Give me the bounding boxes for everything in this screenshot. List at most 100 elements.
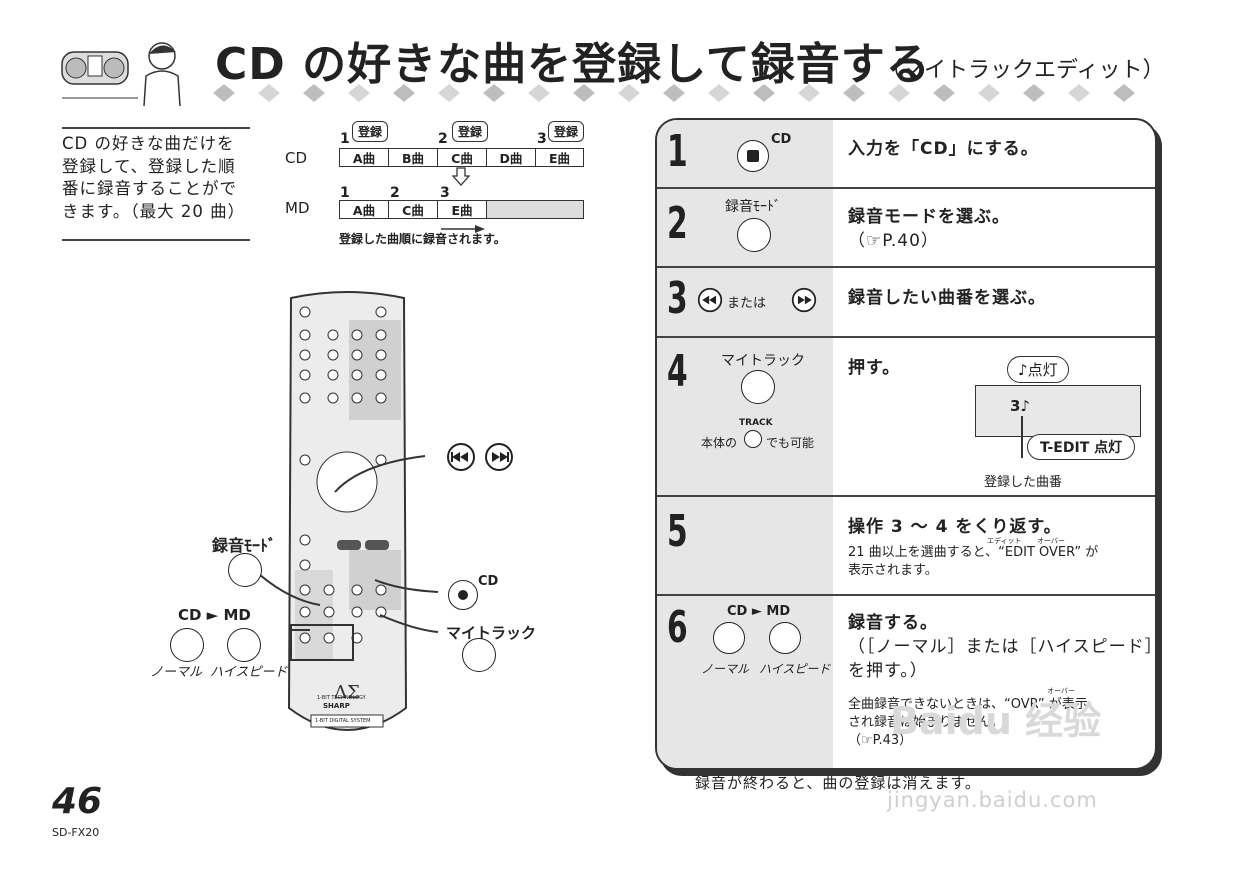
diamond-decoration [1023,84,1045,102]
cd-track-row: A曲 B曲 C曲 D曲 E曲 [339,148,584,167]
diamond-decoration [528,84,550,102]
diamond-decoration [618,84,640,102]
ruby-over: オーバー [1047,687,1075,695]
step-main-text: 録音モードを選ぶ。 [848,207,1010,227]
cd-dot-icon [458,590,468,600]
step-main-text: （［ノーマル］または［ハイスピード］ [848,637,1157,657]
diamond-decoration [348,84,370,102]
diamond-decoration [933,84,955,102]
down-arrow-icon [451,167,471,191]
md-track: E曲 [438,201,487,218]
display-panel [975,385,1141,437]
record-direction-arrow [441,218,486,237]
step6-high-speed-button [769,622,801,654]
display-caption: 登録した曲番 [984,475,1063,490]
step-separator [657,495,1155,497]
intro-line: きます。（最大 20 曲） [62,201,246,221]
diamond-decoration [258,84,280,102]
step-main-text: を押す。） [848,661,928,681]
order-number: 2 [438,131,448,147]
step6-normal-label: ノーマル [701,662,750,676]
intro-line: 登録して、登録した順 [62,156,236,176]
md-order-number: 1 [340,185,350,201]
remote-rec-mode-label: 録音ﾓｰﾄﾞ [212,536,277,555]
diamond-decoration [708,84,730,102]
register-bubble: 登録 [548,121,585,142]
cd-track: D曲 [487,149,536,166]
step-sub-text: 表示されます。 [848,563,938,578]
diamond-decoration [798,84,820,102]
step4-track-label: TRACK [739,418,773,428]
note-lit-text: ♪点灯 [1018,361,1058,379]
step-main-text: 録音する。 [848,613,938,633]
diamond-decoration [843,84,865,102]
high-speed-label: ハイスピード [210,665,288,680]
step-sub-text: され録音は始まりません。 [848,715,1004,730]
md-track-row: A曲 C曲 E曲 [339,200,584,219]
step-separator [657,336,1155,338]
step6-high-speed-label: ハイスピード [759,662,831,676]
remote-tech-label: 1-BIT TECHNOLOGY [317,695,366,701]
page-title: CD の好きな曲を登録して録音する [215,39,931,90]
diamond-decoration [573,84,595,102]
step3-or-text: または [727,296,767,311]
step4-key-label: マイトラック [721,353,805,369]
md-empty-area [487,201,583,218]
md-track: A曲 [340,201,389,218]
step3-skip-back-icon [697,287,723,317]
rec-mode-button [228,553,262,587]
cd-button [448,580,478,610]
callout-lines [230,440,460,674]
step-number: 3 [667,273,688,324]
step4-alt-right: でも可能 [766,436,815,450]
register-bubble: 登録 [452,121,489,142]
display-track-number: 3♪ [1010,397,1031,415]
step3-skip-forward-icon [791,287,817,317]
step-reference: （☞P.40） [848,231,939,251]
md-order-number: 2 [390,185,400,201]
cd-track: E曲 [548,151,571,166]
step2-key-label: 録音ﾓｰﾄﾞ [725,199,781,215]
intro-line: CD の好きな曲だけを [62,134,235,153]
normal-label: ノーマル [150,665,203,680]
remote-system-label: 1-BIT DIGITAL SYSTEM [315,718,371,724]
my-track-button [462,638,496,672]
step-sub-text: 21 曲以上を選曲すると、“EDIT OVER” が [848,545,1099,560]
diamond-decoration [1068,84,1090,102]
watermark-logo: Baidu 经验 [890,699,1102,743]
intro-top-rule [62,127,250,129]
stereo-illustration [58,36,193,107]
md-order-number: 3 [440,185,450,201]
intro-line: 番に録音することがで [62,179,237,198]
step4-alt-left: 本体の [701,436,738,450]
step-main-text: 録音したい曲番を選ぶ。 [848,288,1046,308]
footer-note: 録音が終わると、曲の登録は消えます。 [695,774,981,792]
md-label: MD [285,199,310,217]
stop-square-icon [747,150,759,162]
diamond-decoration [663,84,685,102]
step-number: 6 [667,602,688,653]
step4-my-track-button [741,370,775,404]
remote-cd-md-label: CD ► MD [178,606,251,624]
step-separator [657,594,1155,596]
diamond-decoration [978,84,1000,102]
step-main-text: 操作 3 ～ 4 をくり返す。 [848,517,1062,537]
diamond-decoration [1113,84,1135,102]
diamond-decoration [483,84,505,102]
cd-track: A曲 [340,149,389,166]
model-number: SD-FX20 [52,826,100,839]
step6-key-label: CD ► MD [727,604,791,619]
note-lit-bubble: ♪点灯 [1007,356,1069,383]
page-subtitle: （マイトラックエディット） [880,58,1165,83]
diamond-decoration [438,84,460,102]
tedit-lit-bubble: T-EDIT 点灯 [1027,434,1136,460]
step6-normal-button [713,622,745,654]
md-track: C曲 [389,201,438,218]
step-sub-text: （☞P.43） [848,733,913,748]
diamond-decoration [213,84,235,102]
remote-cd-label: CD [478,574,499,589]
step-number: 4 [667,346,688,397]
order-number: 1 [340,131,350,147]
step-number: 2 [667,198,688,249]
normal-button [170,628,204,662]
